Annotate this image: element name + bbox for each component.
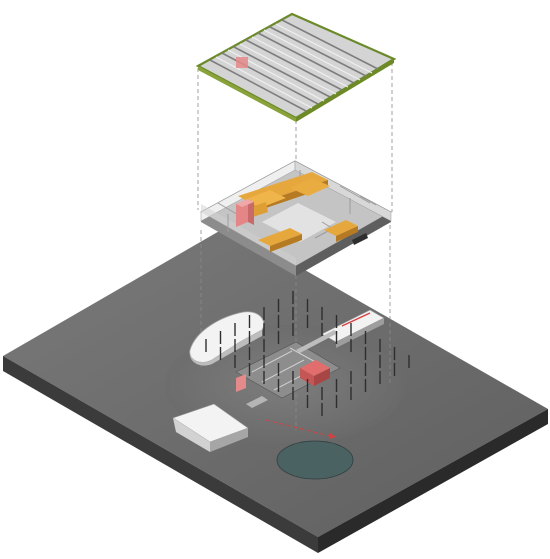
stair-core-side [248, 199, 254, 225]
stair-core [236, 199, 248, 227]
red-core-ground [236, 374, 246, 392]
corner-detail [352, 233, 368, 245]
central-cluster [235, 341, 341, 399]
circulation-arrow [265, 419, 331, 437]
red-ground-volume [300, 360, 330, 376]
red-ground-volume-side [300, 368, 314, 386]
program-volume [290, 178, 330, 196]
long-bar-accent [341, 312, 371, 327]
program-volume-side [270, 234, 302, 252]
ground-buildings [172, 309, 385, 480]
courtyard-void [262, 203, 336, 242]
upper-floor-layer [200, 160, 392, 276]
program-volumes [238, 172, 358, 252]
floor-slab-edge [296, 212, 391, 276]
column-grid [205, 291, 410, 416]
path-south [246, 396, 268, 408]
curved-pavilion [189, 311, 265, 363]
connecting-walkway [296, 330, 338, 353]
program-volume [324, 220, 358, 236]
roof-layer [195, 12, 397, 122]
floor-slab-edge [201, 212, 296, 276]
program-volume-side [336, 226, 358, 242]
angled-block-front [173, 418, 210, 452]
red-ground-volume-front [314, 368, 330, 386]
long-bar-side [336, 318, 384, 348]
arrow-head [329, 433, 336, 439]
pond [276, 440, 354, 480]
program-volume [258, 228, 302, 246]
stair-core-top [236, 199, 254, 207]
program-volume [244, 190, 286, 208]
roof-edge [198, 66, 296, 122]
ground-left-face [3, 356, 318, 553]
angled-block-side [210, 428, 248, 452]
roof-edge [296, 59, 394, 122]
curved-pavilion-base [189, 330, 262, 366]
ground-right-face [318, 409, 548, 553]
roof-highlight-box [236, 57, 248, 68]
